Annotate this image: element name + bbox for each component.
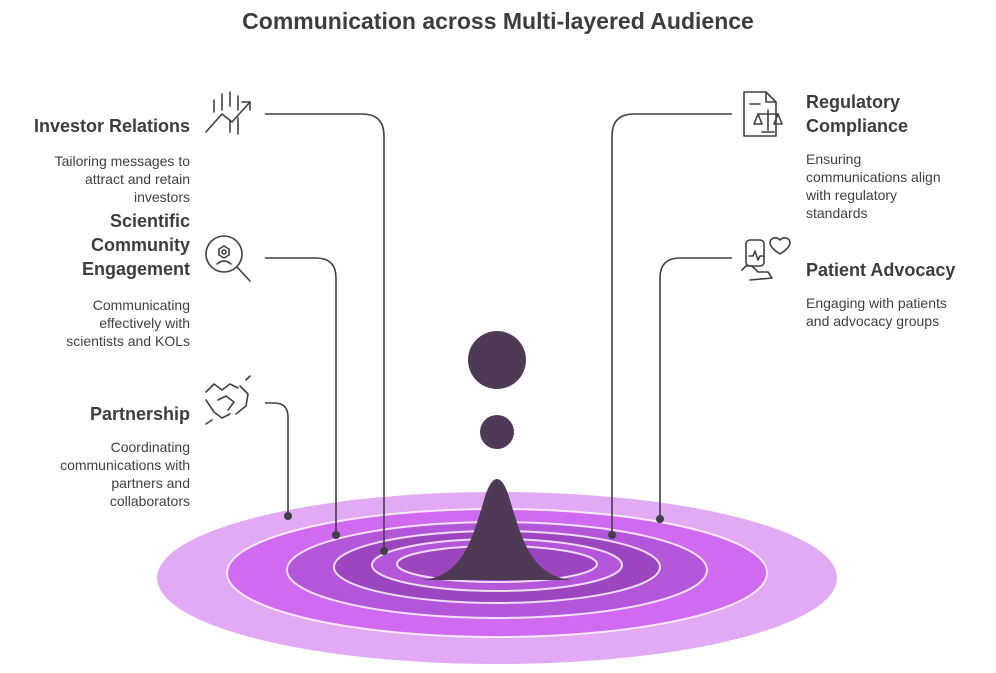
drop-large <box>468 331 526 389</box>
growth-chart-icon <box>205 91 251 135</box>
patient-advocacy-description: Engaging with patients and advocacy grou… <box>806 295 947 329</box>
dot-scientific <box>332 531 340 539</box>
connector-scientific <box>265 257 337 535</box>
connector-dots <box>284 512 664 555</box>
scientific-community-title: Scientific Community Engagement <box>81 211 190 279</box>
dot-partnership <box>284 512 292 520</box>
connector-investor <box>265 113 385 550</box>
connector-patient <box>659 257 732 519</box>
scientific-community-description: Communicating effectively with scientist… <box>66 297 190 349</box>
partnership-description: Coordinating communications with partner… <box>60 439 190 509</box>
regulatory-compliance-description: Ensuring communications align with regul… <box>806 151 941 221</box>
dot-regulatory <box>608 531 616 539</box>
handshake-icon <box>205 375 251 425</box>
investor-relations-title: Investor Relations <box>33 116 190 136</box>
partnership-title: Partnership <box>89 404 190 424</box>
drop-small <box>480 415 514 449</box>
diagram-title: Communication across Multi-layered Audie… <box>242 8 754 34</box>
connector-regulatory <box>611 113 732 535</box>
patient-advocacy-title: Patient Advocacy <box>806 260 956 280</box>
investor-relations-description: Tailoring messages to attract and retain… <box>54 153 190 205</box>
dot-patient <box>656 515 664 523</box>
document-scale-icon <box>743 91 783 137</box>
regulatory-compliance-title: Regulatory Compliance <box>806 92 909 136</box>
dot-investor <box>380 547 388 555</box>
splash-peak <box>420 479 574 580</box>
magnifier-lab-icon <box>205 235 251 282</box>
hand-heart-icon <box>741 237 791 281</box>
connector-lines <box>265 113 732 550</box>
connector-partnership <box>265 402 289 516</box>
